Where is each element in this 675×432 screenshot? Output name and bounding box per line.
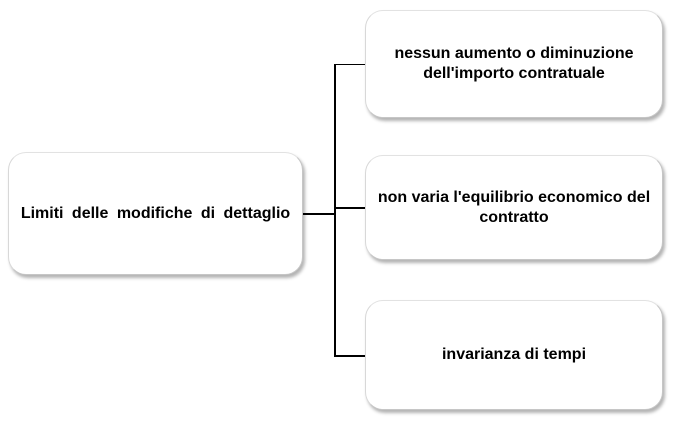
branch-node-3: invarianza di tempi (365, 300, 663, 410)
root-node-label: Limiti delle modifiche di dettaglio (20, 204, 291, 222)
connector-root-to-trunk (303, 213, 335, 215)
root-node: Limiti delle modifiche di dettaglio (8, 152, 303, 275)
branch-node-1: nessun aumento o diminuzione dell'import… (365, 10, 663, 118)
connector-stub-branch-3 (335, 355, 365, 357)
branch-node-2-label: non varia l'equilibrio economico del con… (377, 188, 651, 226)
branch-node-1-label: nessun aumento o diminuzione dell'import… (394, 45, 634, 82)
connector-stub-branch-1 (335, 63, 365, 65)
branch-node-3-label: invarianza di tempi (441, 346, 587, 363)
branch-node-2: non varia l'equilibrio economico del con… (365, 155, 663, 260)
connector-trunk-line (334, 63, 336, 357)
connector-stub-branch-2 (335, 207, 365, 209)
